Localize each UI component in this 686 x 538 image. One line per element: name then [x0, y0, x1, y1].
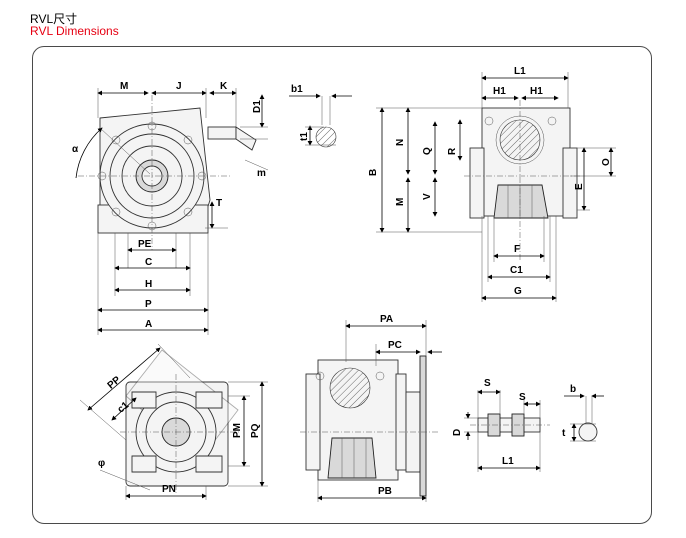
dim-b1: b1	[291, 84, 303, 95]
dim-S-left: S	[484, 378, 491, 389]
flange-side-view-drawing: PA PC PB	[300, 314, 442, 502]
dim-H1-left: H1	[493, 86, 506, 97]
dim-O: O	[601, 158, 612, 166]
dim-M: M	[120, 81, 128, 92]
dim-C1: C1	[510, 265, 523, 276]
dim-PA: PA	[380, 314, 393, 325]
flange-view-drawing: PP c1 φ PN PM PQ	[79, 343, 268, 500]
dim-T: T	[216, 198, 222, 209]
dim-PM: PM	[232, 423, 243, 438]
dim-L1-shaft: L1	[502, 456, 514, 467]
dim-F: F	[514, 244, 520, 255]
dim-PQ: PQ	[250, 423, 261, 438]
dim-PP: PP	[106, 374, 124, 391]
dim-L1: L1	[514, 66, 526, 77]
dim-H1-right: H1	[530, 86, 543, 97]
dim-PB: PB	[378, 486, 392, 497]
key-detail-drawing: b1 t1	[289, 84, 352, 148]
shaft-view-drawing: S S D L1 b t	[452, 378, 604, 472]
dim-H: H	[145, 279, 152, 290]
dim-N: N	[395, 139, 406, 146]
title-english: RVL Dimensions	[30, 24, 119, 38]
dim-A: A	[145, 319, 152, 330]
front-view-drawing: M J K D1 m T α PE C H P A	[72, 81, 269, 335]
dim-E: E	[574, 183, 585, 190]
dim-PN: PN	[162, 484, 176, 495]
dim-t: t	[562, 428, 566, 439]
dim-M-side: M	[395, 198, 406, 206]
dim-alpha: α	[72, 144, 79, 155]
dim-PE: PE	[138, 239, 152, 250]
dim-PC: PC	[388, 340, 402, 351]
title-chinese: RVL尺寸	[30, 12, 78, 26]
dim-P: P	[145, 299, 152, 310]
dim-C: C	[145, 257, 152, 268]
dim-J: J	[176, 81, 182, 92]
dim-Q: Q	[422, 147, 433, 155]
dim-t1: t1	[299, 132, 310, 141]
drawing-frame	[32, 46, 652, 524]
dim-K: K	[220, 81, 228, 92]
dim-S-right: S	[519, 392, 526, 403]
dim-D: D	[452, 429, 463, 436]
dim-V: V	[422, 193, 433, 200]
dim-D1: D1	[252, 100, 263, 113]
dim-b: b	[570, 384, 576, 395]
dim-m: m	[257, 168, 266, 179]
dim-G: G	[514, 286, 522, 297]
dim-B: B	[368, 169, 379, 176]
dim-phi: φ	[98, 458, 105, 469]
side-view-drawing: L1 H1 H1 B N M Q V R O E F	[368, 66, 616, 302]
dim-R: R	[447, 147, 458, 155]
